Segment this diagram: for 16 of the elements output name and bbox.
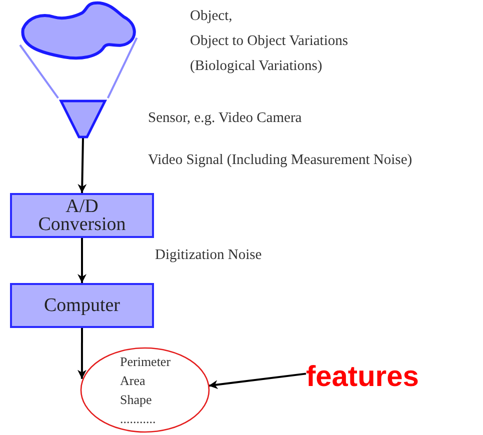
- line: [19, 44, 59, 99]
- annotation-text: Sensor, e.g. Video Camera: [148, 110, 302, 127]
- callout-text: features: [306, 360, 419, 394]
- arrow: [77, 328, 86, 379]
- annotation-text: Object to Object Variations: [190, 33, 348, 50]
- arrow: [78, 138, 87, 194]
- annotation-text: (Biological Variations): [190, 58, 322, 75]
- note-text: Digitization Noise: [155, 247, 262, 264]
- arrow: [208, 372, 306, 390]
- annotation-text: Object,: [190, 8, 232, 25]
- process-box: Computer: [10, 283, 154, 328]
- note-text: Video Signal (Including Measurement Noise): [148, 152, 412, 169]
- line: [106, 37, 138, 99]
- feature-list: Perimeter Area Shape ...........: [120, 352, 171, 428]
- process-box: A/D Conversion: [10, 193, 154, 238]
- arrow: [78, 238, 86, 283]
